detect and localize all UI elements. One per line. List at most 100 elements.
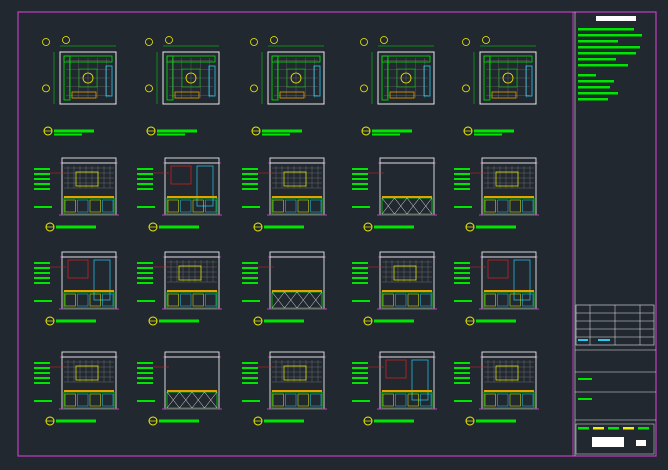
callout-text — [242, 377, 258, 379]
cabinet-door — [407, 293, 419, 307]
countertop — [484, 390, 534, 392]
cabinet-door — [77, 293, 89, 307]
cabinet-door — [522, 293, 534, 307]
counter — [313, 65, 321, 97]
view-marker — [462, 38, 470, 46]
counter — [105, 65, 113, 97]
callout-text — [242, 206, 260, 208]
elevation — [34, 251, 119, 326]
callout-text — [34, 367, 50, 369]
callout-text — [242, 178, 258, 180]
appliance — [491, 91, 517, 99]
callout-text — [242, 300, 260, 302]
countertop — [167, 390, 217, 392]
cabinet-door — [509, 199, 521, 213]
callout-text — [137, 183, 153, 185]
callout-text — [454, 377, 470, 379]
callout-text — [242, 277, 258, 279]
elevation — [242, 251, 327, 326]
callout-text — [34, 362, 50, 364]
countertop — [272, 390, 322, 392]
callout-text — [352, 377, 368, 379]
window — [170, 165, 192, 185]
note-line — [578, 74, 596, 77]
callout-text — [454, 168, 470, 170]
range-hood — [75, 365, 99, 381]
note-line — [578, 92, 618, 95]
callout-text — [454, 272, 470, 274]
note-line — [578, 52, 636, 55]
tall-cabinet — [196, 165, 214, 207]
callout-text — [137, 277, 153, 279]
callout-text — [352, 272, 368, 274]
counter — [208, 65, 216, 97]
counter — [63, 55, 71, 101]
callout-text — [454, 400, 472, 402]
callout-text — [352, 277, 368, 279]
drawing-title — [157, 129, 197, 133]
floor-plan — [250, 36, 325, 136]
drawing-title — [476, 319, 516, 323]
note-line — [578, 58, 616, 61]
callout-text — [242, 173, 258, 175]
tall-cabinet — [513, 259, 531, 301]
callout-text — [34, 267, 50, 269]
callout-text — [242, 188, 258, 190]
countertop — [64, 290, 114, 292]
callout-text — [242, 382, 258, 384]
stamp-text — [638, 427, 649, 430]
elevation — [242, 157, 327, 232]
countertop — [484, 290, 534, 292]
callout-text — [242, 168, 258, 170]
drawing-scale — [372, 133, 400, 136]
callout-text — [34, 168, 50, 170]
callout-text — [137, 400, 155, 402]
cabinet-door — [272, 199, 284, 213]
elevation — [137, 351, 222, 426]
cabinet-door — [407, 393, 419, 407]
callout-text — [454, 282, 470, 284]
stamp-text — [593, 427, 604, 430]
elevation — [242, 351, 327, 426]
door-swing — [204, 391, 218, 409]
elevation — [352, 351, 437, 426]
range-hood — [75, 171, 99, 187]
cabinet-door — [310, 393, 322, 407]
callout-text — [137, 173, 153, 175]
callout-text — [137, 267, 153, 269]
view-marker — [42, 84, 50, 93]
island — [78, 68, 98, 88]
callout-text — [34, 277, 50, 279]
drawing-scale — [54, 133, 82, 136]
cabinet-door — [89, 393, 101, 407]
cabinet-door — [310, 199, 322, 213]
note-line — [578, 80, 614, 83]
door-swing — [191, 391, 205, 409]
elevation — [137, 157, 222, 232]
table — [185, 72, 197, 84]
drawing-number — [636, 440, 646, 446]
drawing-title — [476, 225, 516, 229]
island — [396, 68, 416, 88]
cabinet-door — [497, 293, 509, 307]
drawing-title — [372, 129, 412, 133]
stamp-text — [623, 427, 634, 430]
cabinet-door — [167, 293, 179, 307]
callout-text — [352, 178, 368, 180]
window — [487, 259, 509, 279]
note-line — [578, 34, 642, 37]
callout-text — [34, 183, 50, 185]
cabinet-door — [102, 393, 114, 407]
door-swing — [419, 197, 433, 215]
callout-text — [352, 183, 368, 185]
callout-text — [352, 168, 368, 170]
block-label — [578, 378, 592, 380]
drawing-title — [262, 129, 302, 133]
callout-text — [454, 173, 470, 175]
cabinet-door — [205, 199, 217, 213]
door-swing — [179, 391, 193, 409]
cabinet-door — [497, 393, 509, 407]
countertop — [167, 196, 217, 198]
callout-text — [454, 206, 472, 208]
